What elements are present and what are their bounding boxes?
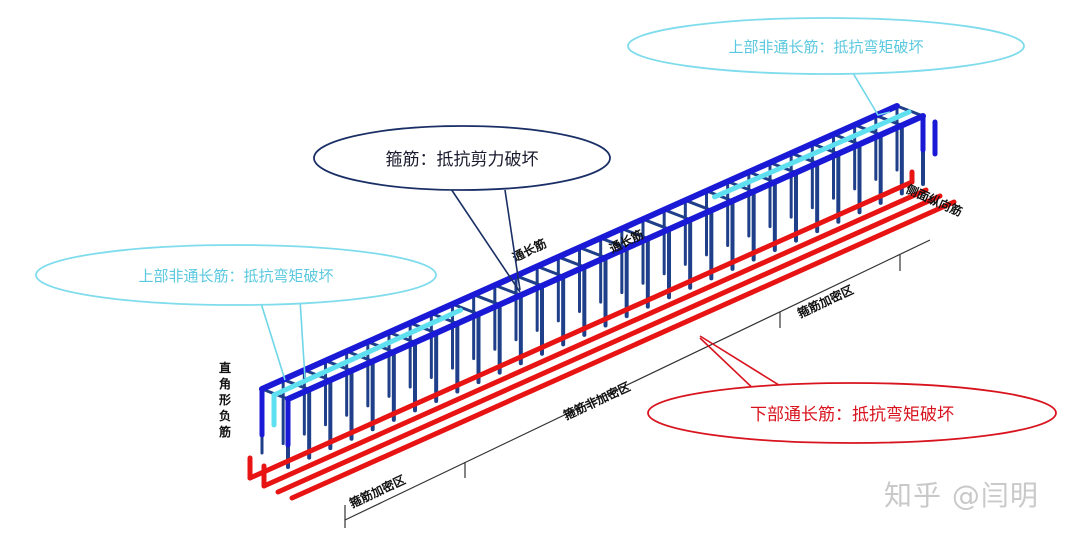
label-zone-normal: 箍筋非加密区 (560, 379, 633, 423)
svg-text:角: 角 (219, 376, 231, 391)
label-zone-dense-right: 箍筋加密区 (794, 282, 856, 321)
callout-stirrup: 箍筋：抵抗剪力破坏 (313, 125, 611, 191)
svg-text:形: 形 (219, 393, 231, 407)
svg-text:下部通长筋：抵抗弯矩破坏: 下部通长筋：抵抗弯矩破坏 (750, 405, 954, 425)
bottom-through-bar (275, 193, 943, 495)
top-bar-group (259, 103, 938, 448)
bottom-through-bar (261, 187, 929, 489)
zone-dimension-lines (344, 239, 931, 528)
svg-text:筋: 筋 (218, 424, 231, 439)
svg-text:箍筋：抵抗剪力破坏: 箍筋：抵抗剪力破坏 (386, 150, 539, 170)
top-through-bar (259, 103, 900, 392)
svg-text:负: 负 (219, 408, 231, 423)
watermark: 知乎 @闫明 (884, 479, 1039, 512)
callout-bottom: 下部通长筋：抵抗弯矩破坏 (647, 382, 1057, 444)
svg-text:上部非通长筋：抵抗弯矩破坏: 上部非通长筋：抵抗弯矩破坏 (138, 267, 333, 285)
bottom-bar-group (247, 169, 957, 501)
callout-top-right: 上部非通长筋：抵抗弯矩破坏 (627, 17, 1025, 75)
bottom-through-bar (247, 179, 915, 481)
top-negative-bar (271, 307, 463, 398)
svg-text:直: 直 (219, 360, 231, 375)
top-negative-bar (712, 109, 912, 200)
top-through-bar (285, 113, 926, 402)
callout-top-left: 上部非通长筋：抵抗弯矩破坏 (35, 244, 437, 306)
svg-text:上部非通长筋：抵抗弯矩破坏: 上部非通长筋：抵抗弯矩破坏 (728, 38, 923, 56)
bottom-through-bar (289, 199, 957, 501)
callout-leaders (259, 67, 891, 396)
label-left-vertical-stack: 直 角 形 负 筋 (218, 360, 231, 439)
